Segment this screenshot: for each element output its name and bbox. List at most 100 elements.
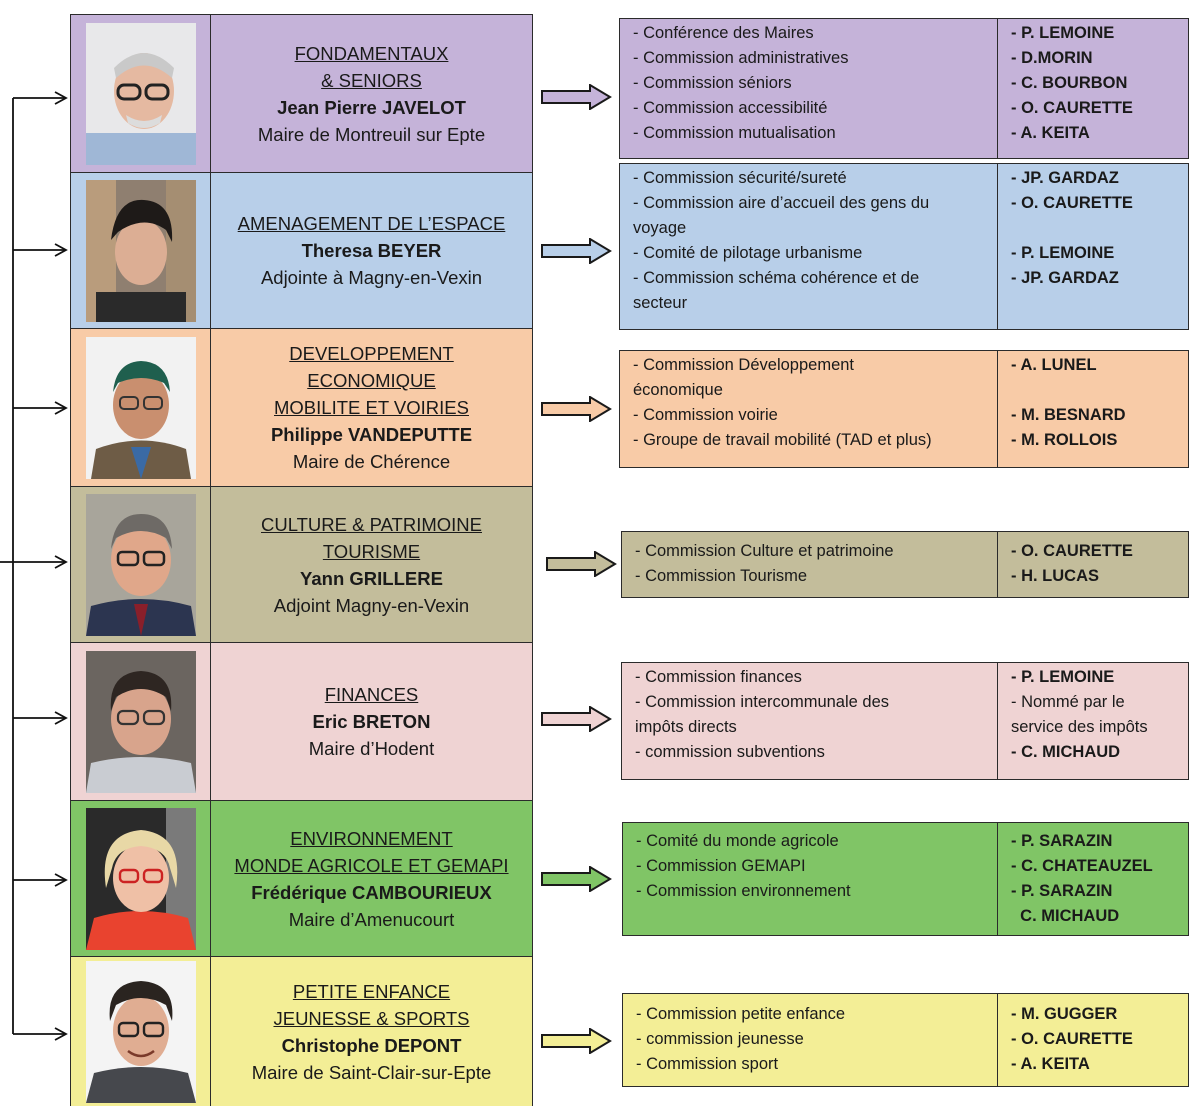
responsible-list: - P. LEMOINE - Nommé par le service des … — [998, 663, 1188, 779]
photo-cell — [71, 957, 211, 1106]
block-arrow-icon — [541, 396, 612, 422]
photo-cell — [71, 173, 211, 328]
delegation-title-cell: AMENAGEMENT DE L’ESPACE Theresa BEYER Ad… — [211, 173, 532, 328]
responsible-name: - A. LUNEL — [1011, 356, 1097, 374]
responsible-list: - JP. GARDAZ - O. CAURETTE - P. LEMOINE … — [998, 164, 1188, 329]
commission-item: - Conférence des Maires — [633, 24, 814, 42]
commission-item: - commission jeunesse — [636, 1030, 804, 1048]
responsible-name: - O. CAURETTE — [1011, 99, 1133, 117]
responsible-name: - A. KEITA — [1011, 1055, 1090, 1073]
responsible-name: - M. GUGGER — [1011, 1005, 1118, 1023]
portrait-photo-vandeputte — [85, 336, 196, 479]
commission-item: secteur — [633, 294, 688, 312]
responsible-name: - P. SARAZIN — [1011, 832, 1113, 850]
commission-box-amenagement: - Commission sécurité/sureté - Commissio… — [619, 163, 1189, 330]
delegation-title: & SENIORS — [321, 69, 422, 91]
commission-item: - Commission petite enfance — [636, 1005, 846, 1023]
commission-item: - Commission Tourisme — [635, 567, 808, 585]
block-arrow-icon — [541, 706, 612, 732]
responsible-name: - O. CAURETTE — [1011, 1030, 1133, 1048]
block-arrow-icon — [546, 551, 617, 577]
person-role: Maire de Saint-Clair-sur-Epte — [251, 1061, 492, 1083]
commission-item: - Commission intercommunale des — [635, 693, 890, 711]
delegation-title: TOURISME — [322, 540, 421, 562]
commission-item: voyage — [633, 219, 687, 237]
responsible-name: - P. LEMOINE — [1011, 24, 1115, 42]
commission-item: - Commission sport — [636, 1055, 779, 1073]
commission-list: - Commission sécurité/sureté - Commissio… — [620, 164, 998, 329]
person-name: Frédérique CAMBOURIEUX — [251, 881, 492, 903]
delegation-box-petite-enfance: PETITE ENFANCE JEUNESSE & SPORTS Christo… — [70, 956, 533, 1106]
delegation-box-environnement: ENVIRONNEMENT MONDE AGRICOLE ET GEMAPI F… — [70, 800, 533, 957]
delegation-title: PETITE ENFANCE — [292, 980, 451, 1002]
delegation-box-culture: CULTURE & PATRIMOINE TOURISME Yann GRILL… — [70, 486, 533, 643]
commission-item: - Commission GEMAPI — [636, 857, 806, 875]
commission-box-petite-enfance: - Commission petite enfance - commission… — [622, 993, 1189, 1087]
commission-list: - Commission Développement économique - … — [620, 351, 998, 467]
delegation-title-cell: DEVELOPPEMENT ECONOMIQUE MOBILITE ET VOI… — [211, 329, 532, 486]
responsible-name: - M. BESNARD — [1011, 406, 1126, 424]
commission-item: - Commission schéma cohérence et de — [633, 269, 920, 287]
responsible-name: - P. SARAZIN — [1011, 882, 1113, 900]
responsible-name: - P. LEMOINE — [1011, 668, 1115, 686]
photo-cell — [71, 487, 211, 642]
responsible-name: - JP. GARDAZ — [1011, 169, 1119, 187]
portrait-photo-breton — [85, 650, 196, 793]
photo-cell — [71, 15, 211, 172]
responsible-name: - O. CAURETTE — [1011, 542, 1133, 560]
portrait-photo-grillere — [85, 493, 196, 636]
photo-cell — [71, 329, 211, 486]
commission-item: - Commission sécurité/sureté — [633, 169, 847, 187]
photo-cell — [71, 643, 211, 800]
portrait-photo-depont — [85, 960, 196, 1103]
person-role: Maire de Montreuil sur Epte — [257, 123, 486, 145]
commission-item: - Commission voirie — [633, 406, 778, 424]
person-name: Jean Pierre JAVELOT — [277, 96, 466, 118]
responsible-name: - D.MORIN — [1011, 49, 1093, 67]
commission-item: économique — [633, 381, 723, 399]
commission-list: - Comité du monde agricole - Commission … — [623, 823, 998, 935]
commission-list: - Commission finances - Commission inter… — [622, 663, 998, 779]
block-arrow-icon — [541, 1028, 612, 1054]
block-arrow-icon — [541, 866, 612, 892]
delegation-title: CULTURE & PATRIMOINE — [261, 513, 482, 535]
delegation-box-developpement: DEVELOPPEMENT ECONOMIQUE MOBILITE ET VOI… — [70, 328, 533, 487]
commission-item: - Commission environnement — [636, 882, 851, 900]
commission-box-finances: - Commission finances - Commission inter… — [621, 662, 1189, 780]
responsible-list: - M. GUGGER - O. CAURETTE - A. KEITA — [998, 994, 1188, 1086]
person-name: Eric BRETON — [312, 711, 431, 732]
block-arrow-icon — [541, 238, 612, 264]
commission-item: - Commission accessibilité — [633, 99, 828, 117]
commission-box-fondamentaux: - Conférence des Maires - Commission adm… — [619, 18, 1189, 159]
photo-cell — [71, 801, 211, 956]
commission-item: - Commission finances — [635, 668, 802, 686]
commission-item: - Commission administratives — [633, 49, 849, 67]
delegation-title-cell: PETITE ENFANCE JEUNESSE & SPORTS Christo… — [211, 957, 532, 1106]
responsible-list: - O. CAURETTE - H. LUCAS — [998, 532, 1188, 597]
delegation-title-cell: CULTURE & PATRIMOINE TOURISME Yann GRILL… — [211, 487, 532, 642]
delegation-title: MOBILITE ET VOIRIES — [274, 397, 469, 418]
person-name: Yann GRILLERE — [300, 567, 443, 589]
delegation-box-fondamentaux: FONDAMENTAUX & SENIORS Jean Pierre JAVEL… — [70, 14, 533, 173]
delegation-title: JEUNESSE & SPORTS — [273, 1007, 470, 1029]
commission-item: - Commission séniors — [633, 74, 792, 92]
delegation-title: ECONOMIQUE — [307, 370, 436, 391]
commission-list: - Commission petite enfance - commission… — [623, 994, 998, 1086]
commission-list: - Conférence des Maires - Commission adm… — [620, 19, 998, 158]
responsible-name: - P. LEMOINE — [1011, 244, 1115, 262]
person-role: Adjoint Magny-en-Vexin — [273, 594, 470, 616]
person-role: Maire d’Amenucourt — [288, 908, 455, 930]
commission-box-developpement: - Commission Développement économique - … — [619, 350, 1189, 468]
portrait-photo-cambourieux — [85, 807, 196, 950]
delegation-title: MONDE AGRICOLE ET GEMAPI — [234, 854, 509, 876]
commission-item: - Commission aire d’accueil des gens du — [633, 194, 930, 212]
responsible-name: - M. ROLLOIS — [1011, 431, 1118, 449]
portrait-photo-beyer — [85, 179, 196, 322]
responsible-name: - H. LUCAS — [1011, 567, 1099, 585]
responsible-note: service des impôts — [1011, 718, 1148, 736]
commission-item: - Groupe de travail mobilité (TAD et plu… — [633, 431, 932, 449]
commission-item: - Commission Développement — [633, 356, 855, 374]
commission-item: - Commission mutualisation — [633, 124, 836, 142]
responsible-list: - P. SARAZIN - C. CHATEAUZEL - P. SARAZI… — [998, 823, 1188, 935]
responsible-name: - O. CAURETTE — [1011, 194, 1133, 212]
